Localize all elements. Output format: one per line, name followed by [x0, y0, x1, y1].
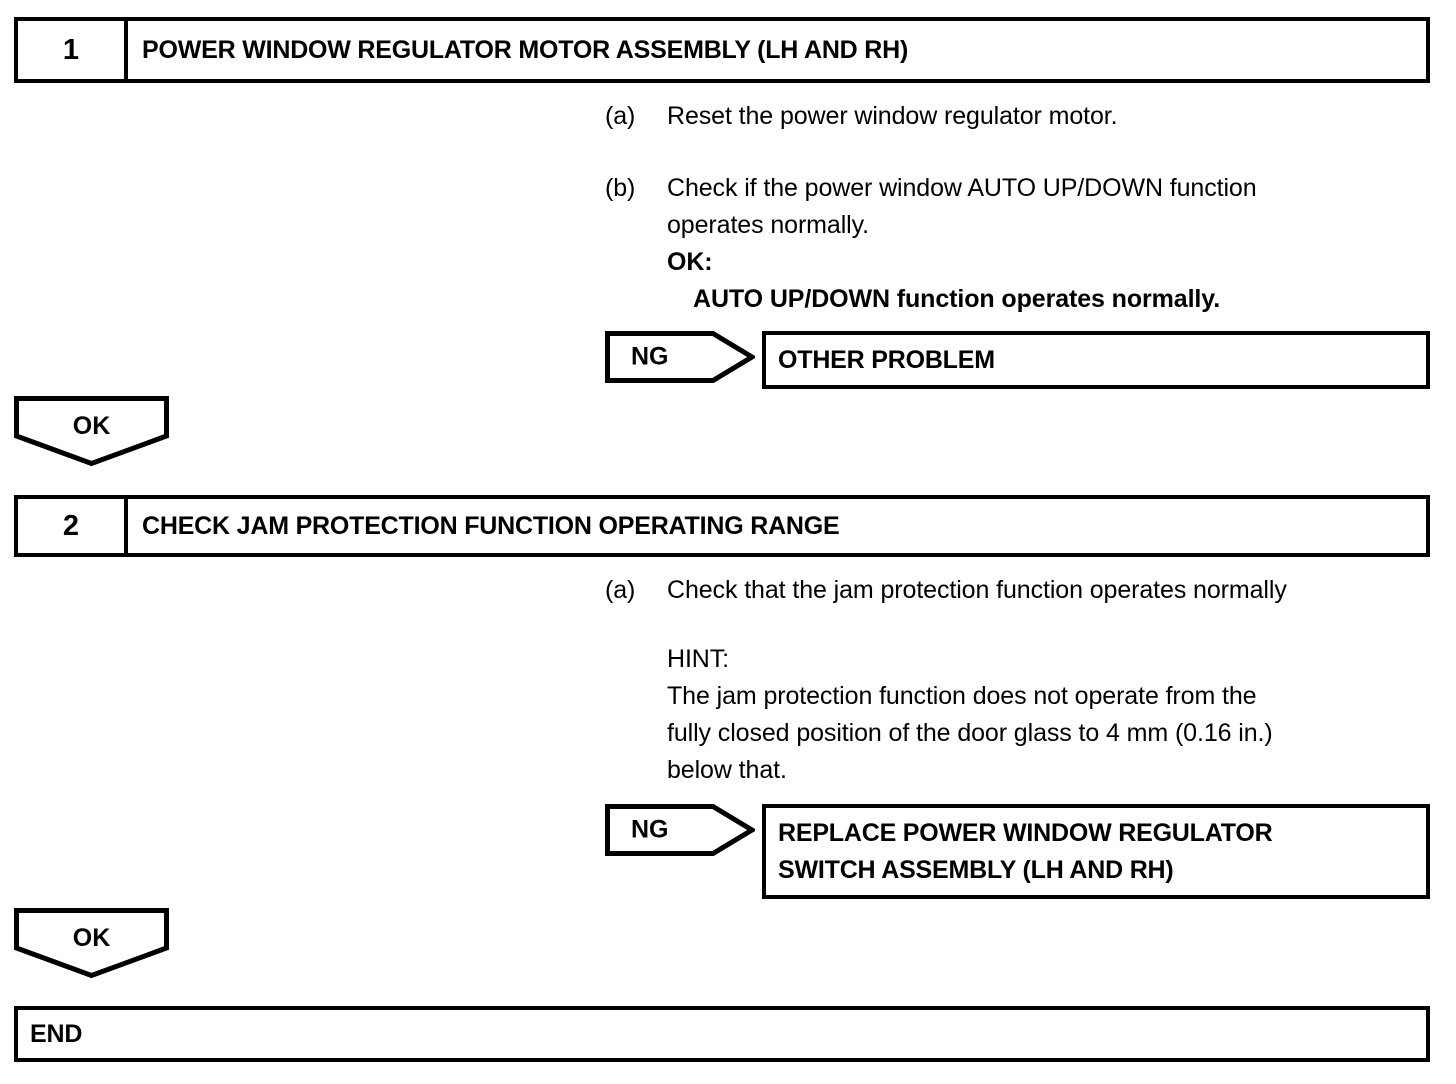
step-2-hint-line-1: The jam protection function does not ope… [667, 682, 1257, 710]
step-1-item-a-line-1: Reset the power window regulator motor. [667, 102, 1118, 130]
step-2-item-a-line-1: Check that the jam protection function o… [667, 576, 1287, 604]
step-1-title: POWER WINDOW REGULATOR MOTOR ASSEMBLY (L… [142, 35, 909, 64]
step-1-item-b-marker: (b) [605, 174, 636, 202]
step-1-ok-criteria-text: AUTO UP/DOWN function operates normally. [693, 285, 1221, 313]
step-1-item-a-marker: (a) [605, 102, 636, 130]
step-1-ok-criteria-label: OK: [667, 248, 713, 276]
step-1-ng-label: NG [631, 342, 669, 371]
step-1-ng-flag: NG [605, 331, 755, 383]
step-2-item-a: (a) Check that the jam protection functi… [605, 572, 1445, 609]
step-2-item-a-marker: (a) [605, 576, 636, 604]
step-1-item-b: (b) Check if the power window AUTO UP/DO… [605, 170, 1435, 318]
step-2-title: CHECK JAM PROTECTION FUNCTION OPERATING … [142, 511, 840, 540]
step-1-ng-result-box: OTHER PROBLEM [762, 331, 1430, 389]
step-1-number: 1 [18, 21, 128, 79]
step-2-ok-flag: OK [14, 908, 169, 978]
step-1-ng-result-line-1: OTHER PROBLEM [778, 345, 995, 374]
step-2-header: 2 CHECK JAM PROTECTION FUNCTION OPERATIN… [14, 495, 1430, 557]
ng-arrow-icon [605, 804, 755, 856]
step-2-ok-label: OK [72, 924, 111, 952]
step-2-hint-line-2: fully closed position of the door glass … [667, 719, 1273, 747]
step-1-item-b-line-1: Check if the power window AUTO UP/DOWN f… [667, 174, 1257, 202]
step-2-hint-label: HINT: [667, 645, 730, 673]
ok-down-arrow-icon [14, 396, 169, 466]
ng-arrow-icon [605, 331, 755, 383]
step-2-hint-line-3: below that. [667, 756, 787, 784]
end-box: END [14, 1006, 1430, 1062]
step-1-ok-flag: OK [14, 396, 169, 466]
step-1-item-a: (a) Reset the power window regulator mot… [605, 98, 1435, 135]
step-2-ng-flag: NG [605, 804, 755, 856]
step-2-number: 2 [18, 499, 128, 553]
step-2-ng-result-line-1: REPLACE POWER WINDOW REGULATOR [778, 819, 1273, 848]
step-2-ng-result-line-2: SWITCH ASSEMBLY (LH AND RH) [778, 855, 1174, 884]
step-1-ok-label: OK [72, 412, 111, 440]
step-2-ng-label: NG [631, 815, 669, 844]
ok-down-arrow-icon [14, 908, 169, 978]
end-label: END [30, 1019, 83, 1048]
step-2-hint: HINT: The jam protection function does n… [667, 641, 1456, 789]
step-1-header: 1 POWER WINDOW REGULATOR MOTOR ASSEMBLY … [14, 17, 1430, 83]
step-2-ng-result-box: REPLACE POWER WINDOW REGULATOR SWITCH AS… [762, 804, 1430, 899]
step-1-item-b-line-2: operates normally. [667, 211, 869, 239]
